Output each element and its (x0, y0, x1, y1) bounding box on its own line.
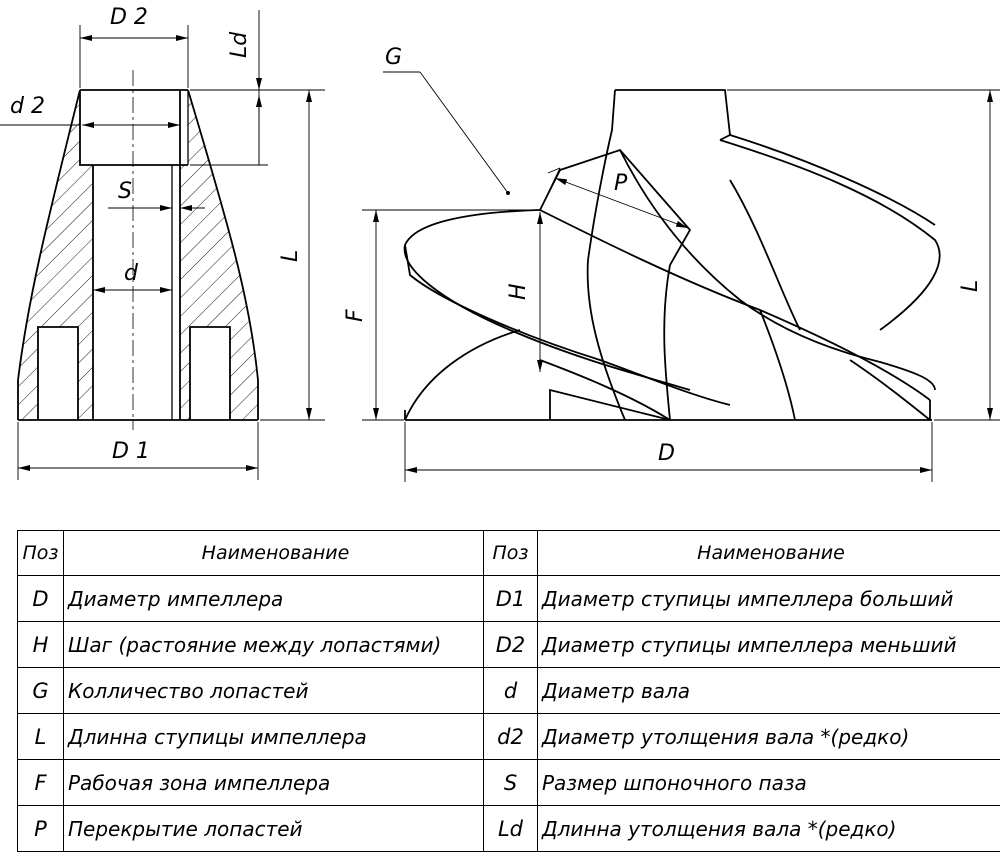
impeller-side-view: P G H F L D (343, 45, 1000, 482)
label-d2: d 2 (10, 94, 45, 119)
table-row: F Рабочая зона импеллера S Размер шпоноч… (17, 759, 1000, 806)
row-left-name: Диаметр импеллера (63, 575, 484, 622)
legend-header-row: Поз Наименование Поз Наименование (17, 530, 1000, 576)
row-left-pos: G (17, 667, 64, 714)
row-left-name: Рабочая зона импеллера (63, 759, 484, 806)
row-left-name: Перекрытие лопастей (63, 805, 484, 852)
header-name-left: Наименование (63, 530, 484, 576)
row-left-pos: H (17, 621, 64, 668)
table-row: G Колличество лопастей d Диаметр вала (17, 667, 1000, 714)
row-right-name: Диаметр утолщения вала *(редко) (537, 713, 1000, 760)
row-right-name: Длинна утолщения вала *(редко) (537, 805, 1000, 852)
row-left-pos: P (17, 805, 64, 852)
row-left-pos: L (17, 713, 64, 760)
label-P: P (614, 171, 628, 196)
label-S: S (118, 179, 132, 204)
header-pos-right: Поз (483, 530, 538, 576)
label-L-right: L (958, 280, 983, 292)
label-Ld: Ld (227, 31, 252, 58)
label-H: H (506, 283, 531, 300)
row-left-name: Шаг (растояние между лопастями) (63, 621, 484, 668)
hub-section-view: D 2 Ld d 2 S d L D 1 (0, 5, 325, 480)
row-right-pos: Ld (483, 805, 538, 852)
table-row: D Диаметр импеллера D1 Диаметр ступицы и… (17, 575, 1000, 622)
table-row: L Длинна ступицы импеллера d2 Диаметр ут… (17, 713, 1000, 760)
row-left-pos: D (17, 575, 64, 622)
legend-table: Поз Наименование Поз Наименование D Диам… (17, 530, 1000, 852)
row-right-pos: D1 (483, 575, 538, 622)
impeller-drawing: D 2 Ld d 2 S d L D 1 (0, 5, 1000, 482)
header-name-right: Наименование (537, 530, 1000, 576)
row-right-name: Размер шпоночного паза (537, 759, 1000, 806)
label-D: D (658, 441, 675, 466)
label-D2: D 2 (110, 5, 148, 30)
row-left-pos: F (17, 759, 64, 806)
row-left-name: Длинна ступицы импеллера (63, 713, 484, 760)
table-row: P Перекрытие лопастей Ld Длинна утолщени… (17, 805, 1000, 852)
label-D1: D 1 (112, 439, 150, 464)
row-left-name: Колличество лопастей (63, 667, 484, 714)
label-L-left: L (278, 250, 303, 262)
header-pos-left: Поз (17, 530, 64, 576)
row-right-name: Диаметр ступицы импеллера меньший (537, 621, 1000, 668)
label-G: G (385, 45, 402, 70)
row-right-name: Диаметр вала (537, 667, 1000, 714)
table-row: H Шаг (растояние между лопастями) D2 Диа… (17, 621, 1000, 668)
label-F: F (343, 309, 368, 322)
row-right-name: Диаметр ступицы импеллера больший (537, 575, 1000, 622)
row-right-pos: D2 (483, 621, 538, 668)
row-right-pos: d2 (483, 713, 538, 760)
row-right-pos: S (483, 759, 538, 806)
label-d: d (124, 261, 139, 286)
row-right-pos: d (483, 667, 538, 714)
